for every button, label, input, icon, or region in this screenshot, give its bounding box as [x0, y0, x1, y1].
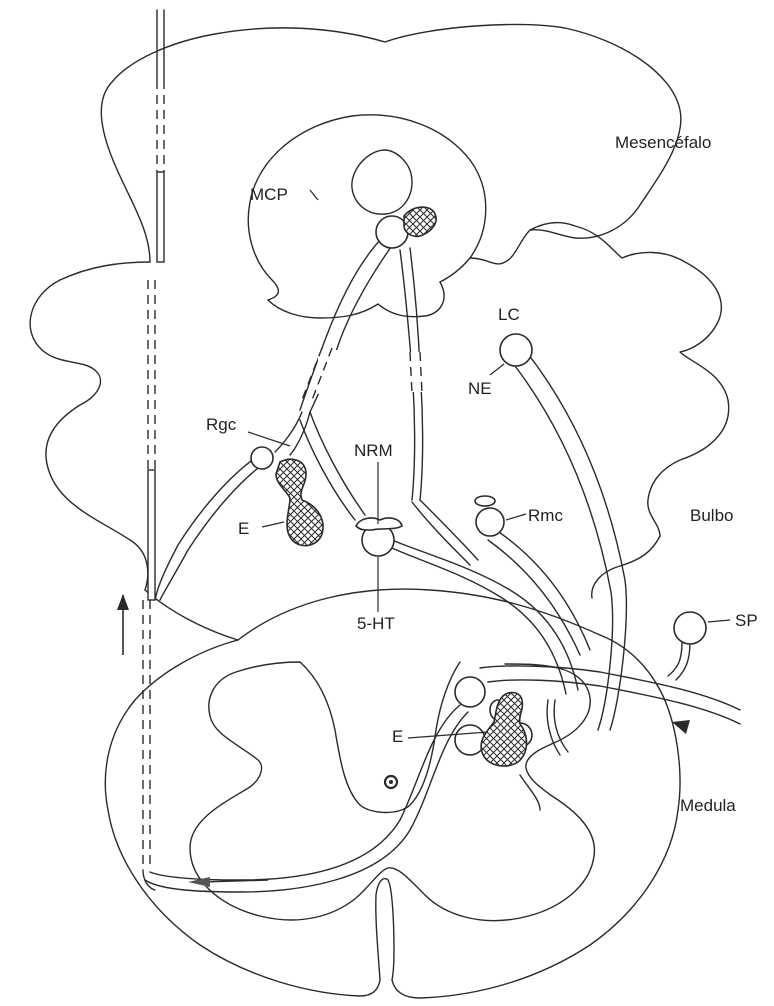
label-medula: Medula — [680, 796, 736, 815]
dorsal-horn-soma-2 — [455, 725, 485, 755]
rmc-synapse — [475, 496, 495, 506]
label-bulbo: Bulbo — [690, 506, 733, 525]
label-nrm: NRM — [354, 441, 393, 460]
label-sp: SP — [735, 611, 758, 630]
rmc-fiber-upper — [412, 500, 478, 565]
lc-fiber — [512, 350, 626, 730]
label-mcp: MCP — [250, 185, 288, 204]
crossing-fiber — [145, 705, 468, 892]
crossing-arrow-line — [200, 880, 268, 882]
lower-enkephalin-neuron — [481, 693, 526, 767]
ascending-tract-segment — [157, 172, 164, 262]
ascending-tract-lower — [148, 470, 155, 600]
label-5ht: 5-HT — [357, 614, 395, 633]
sp-branch — [668, 642, 690, 680]
rgc-soma — [251, 447, 273, 469]
spinal-cord-outline — [105, 635, 680, 998]
sp-pointer — [708, 620, 730, 622]
label-rgc: Rgc — [206, 415, 237, 434]
mcp-fiber-left — [300, 236, 396, 412]
mcp-enkephalin-neuron — [404, 207, 436, 236]
label-rmc: Rmc — [528, 506, 563, 525]
mcp-pointer — [310, 190, 318, 200]
lc-soma — [500, 334, 532, 366]
sp-soma — [674, 612, 706, 644]
label-ne: NE — [468, 379, 492, 398]
e-upper-pointer — [262, 522, 284, 527]
aqueduct — [352, 150, 412, 214]
medulla-left-edge — [145, 590, 238, 640]
periaqueductal-gray-outline — [248, 115, 486, 300]
dorsal-horn-terminals — [520, 700, 568, 810]
rgc-to-tract — [155, 456, 266, 600]
rmc-fiber-lower — [488, 530, 590, 655]
rgc-pointer — [248, 432, 290, 446]
label-lc: LC — [498, 305, 520, 324]
ascending-tract-solid-top — [157, 10, 164, 80]
label-e-upper: E — [238, 519, 249, 538]
ne-pointer — [490, 364, 504, 375]
ascending-tract-dashed-low — [143, 600, 150, 870]
rmc-soma — [476, 508, 504, 536]
spinal-grey-matter — [190, 662, 594, 921]
dorsal-horn-soma-1 — [455, 677, 485, 707]
label-e-lower: E — [392, 727, 403, 746]
anterior-median-fissure — [376, 879, 394, 980]
nrm-synapse — [356, 518, 402, 530]
label-mesencefalo: Mesencéfalo — [615, 133, 711, 152]
ascending-tract-dashed-mid — [148, 280, 155, 470]
rmc-pointer — [506, 514, 526, 520]
nrm-descending-fiber — [392, 540, 578, 694]
upper-enkephalin-neuron — [276, 459, 323, 545]
ascending-tract-dashed-top — [157, 80, 164, 172]
